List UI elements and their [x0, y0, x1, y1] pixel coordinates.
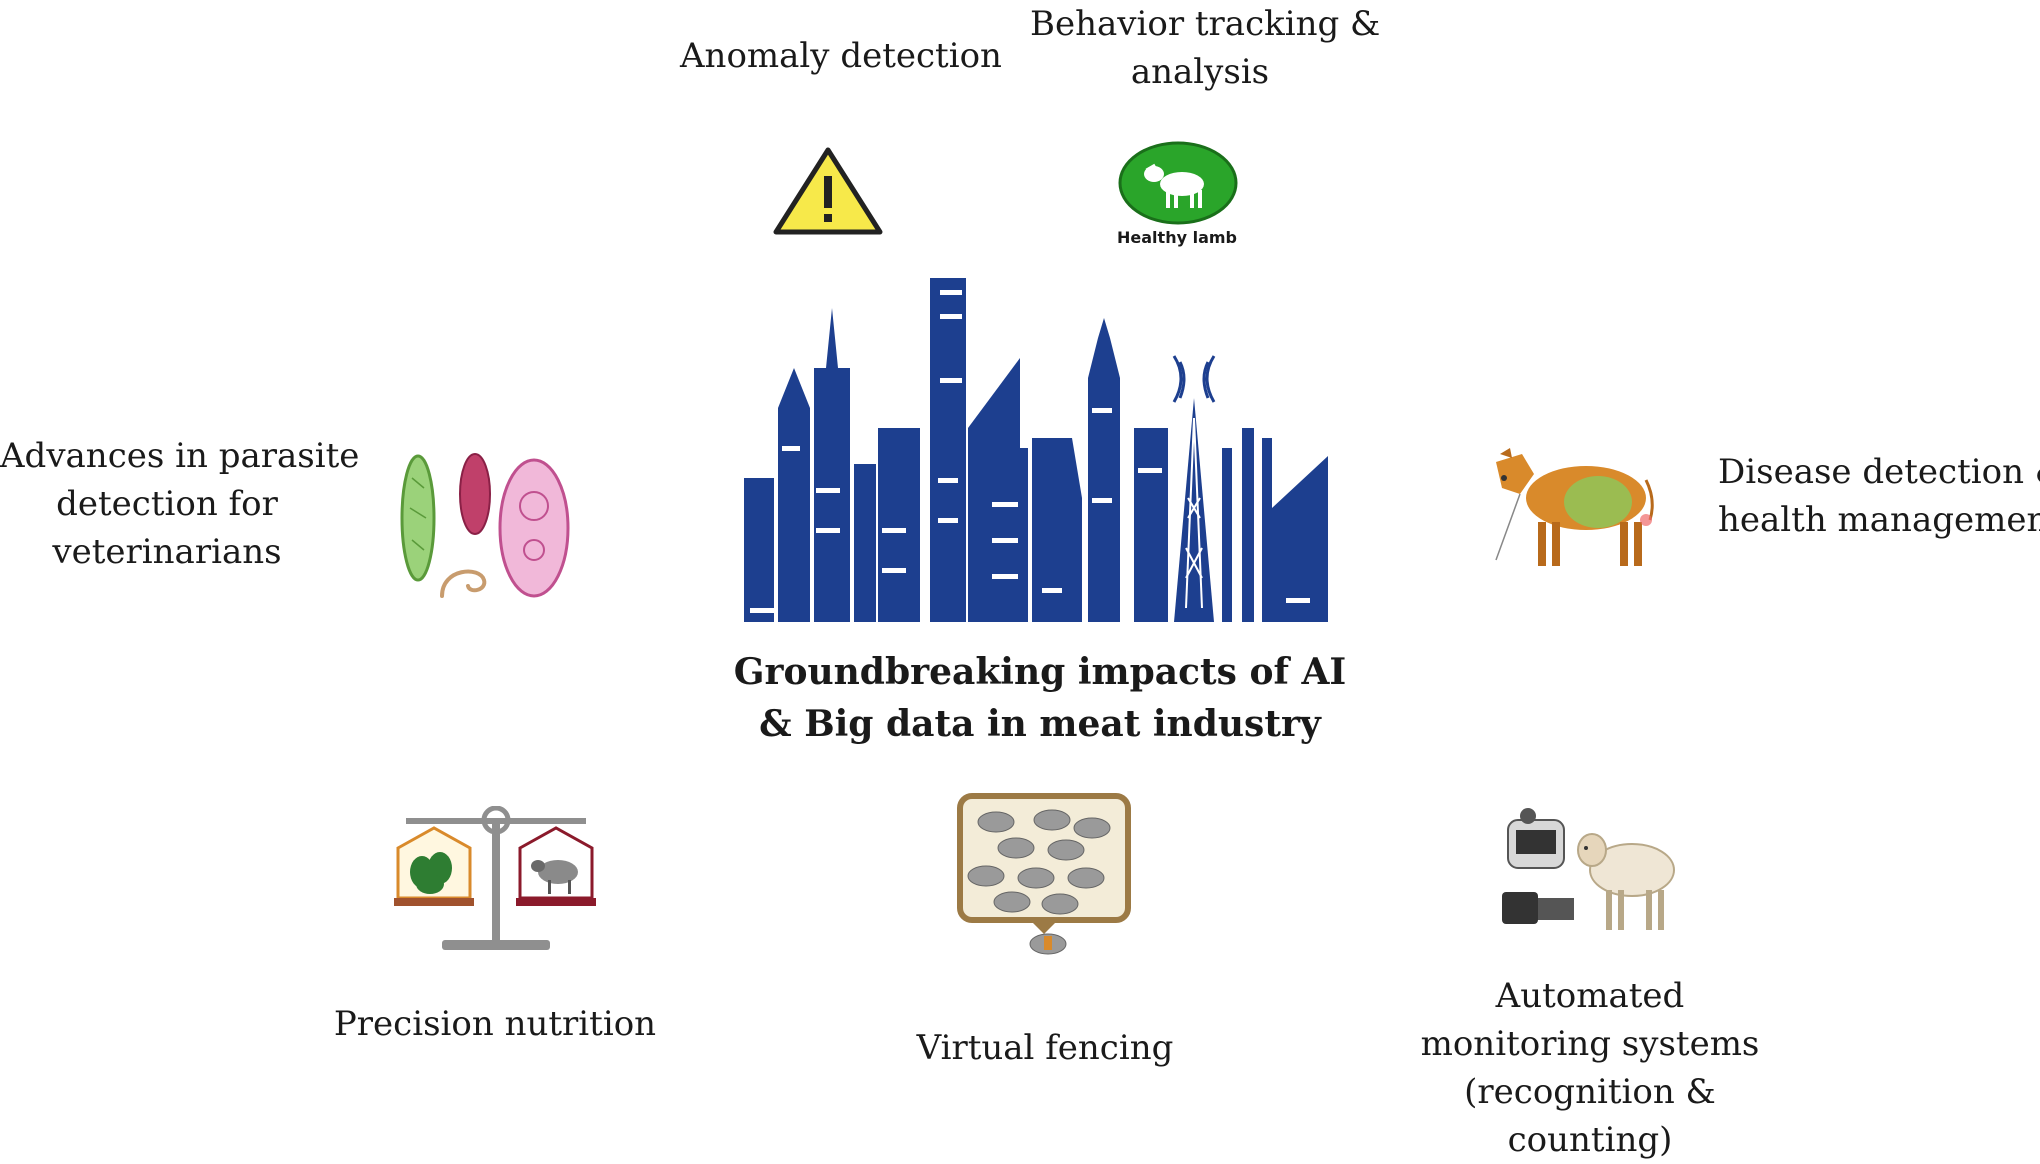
parasite-detection-line3: veterinarians — [52, 532, 282, 572]
virtual-fencing-text: Virtual fencing — [916, 1028, 1174, 1068]
center-title-line1: Groundbreaking impacts of AI — [733, 651, 1347, 693]
precision-nutrition-text: Precision nutrition — [333, 1004, 657, 1044]
healthy-lamb-caption: Healthy lamb — [1112, 228, 1242, 248]
automated-monitoring-label: Automated monitoring systems (recognitio… — [1420, 972, 1760, 1164]
parasites-icon — [392, 448, 572, 600]
parasite-detection-line2: detection for — [56, 484, 278, 524]
virtual-fencing-label: Virtual fencing — [900, 1024, 1190, 1072]
cow-icon — [1490, 440, 1658, 572]
disease-detection-label: Disease detection & health management — [1718, 448, 2040, 544]
balance-scale-icon — [392, 806, 600, 954]
anomaly-detection-label: Anomaly detection — [680, 32, 1002, 80]
automated-monitoring-line1: Automated — [1495, 976, 1685, 1016]
healthy-lamb-caption-text: Healthy lamb — [1117, 228, 1237, 247]
anomaly-detection-text: Anomaly detection — [680, 36, 1002, 76]
center-title-line2: & Big data in meat industry — [759, 703, 1321, 745]
behavior-tracking-label: Behavior tracking & analysis — [1030, 0, 1381, 96]
disease-detection-line1: Disease detection & — [1718, 452, 2040, 492]
parasite-detection-line1: Advances in parasite — [0, 436, 360, 476]
city-skyline-icon — [742, 278, 1332, 622]
warning-icon — [772, 146, 884, 236]
behavior-tracking-line1: Behavior tracking & — [1030, 4, 1381, 44]
parasite-detection-label: Advances in parasite detection for veter… — [0, 432, 360, 576]
automated-monitoring-line3: (recognition & — [1464, 1072, 1716, 1112]
center-title: Groundbreaking impacts of AI & Big data … — [700, 646, 1380, 750]
sheep-flock-icon — [956, 792, 1132, 962]
behavior-tracking-line2: analysis — [1130, 52, 1270, 92]
precision-nutrition-label: Precision nutrition — [330, 1000, 660, 1048]
disease-detection-line2: health management — [1718, 500, 2040, 540]
automated-monitoring-line4: counting) — [1507, 1120, 1673, 1160]
automated-monitoring-line2: monitoring systems — [1420, 1024, 1760, 1064]
healthy-lamb-icon — [1112, 140, 1242, 252]
camera-sheep-icon — [1500, 806, 1692, 942]
